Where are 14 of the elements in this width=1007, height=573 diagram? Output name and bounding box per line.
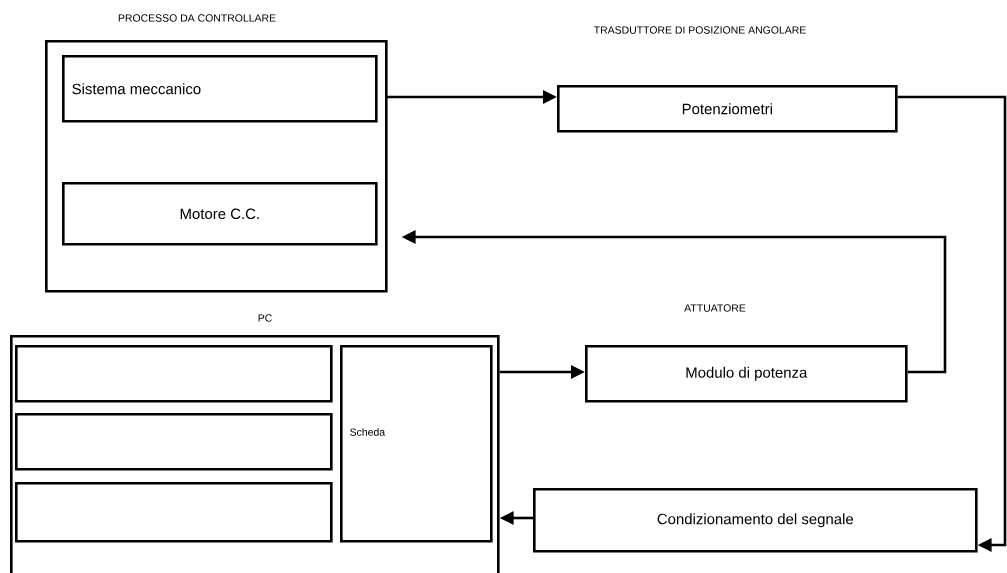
arrow [897,95,1007,552]
heading-label: PROCESSO DA CONTROLLARE [118,14,276,22]
box-label: Sistema meccanico [72,83,201,95]
box-label: Modulo di potenza [686,366,808,381]
box-label: Scheda [350,428,386,436]
process-box [15,482,333,543]
box-label: Potenziometri [682,103,772,115]
heading-label: TRASDUTTORE DI POSIZIONE ANGOLARE [593,26,806,34]
box-label: Condizionamento del segnale [657,513,854,528]
heading-label: ATTUATORE [684,304,746,312]
process-box [15,413,333,471]
process-box [15,345,333,403]
box-label: Motore C.C. [180,208,259,220]
heading-label: PC [258,314,272,322]
